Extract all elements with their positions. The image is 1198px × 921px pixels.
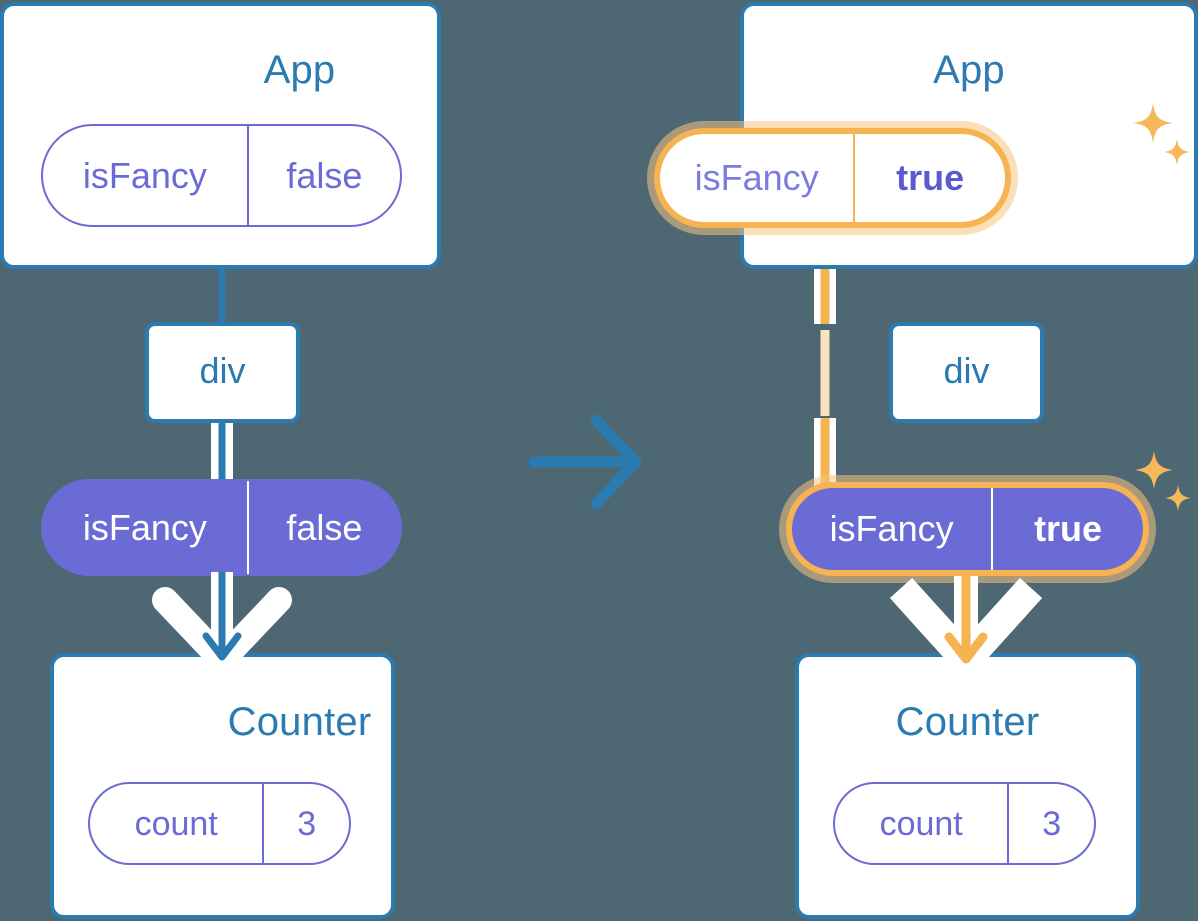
app-state-pill-before: isFancy false [41,124,402,227]
counter-title-after: Counter [895,700,1040,744]
sparkle-icon-top [1133,103,1190,165]
prop-pill-before: isFancy false [41,479,402,576]
prop-value-before: false [246,481,400,574]
app-title-after: App [933,48,1005,92]
counter-state-name-before: count [134,804,218,843]
app-state-name-after: isFancy [694,157,819,198]
arrow-head-after [944,632,988,664]
prop-pill-after: isFancy true [786,482,1149,576]
counter-state-pill-after: count 3 [833,782,1096,865]
counter-state-value-after: 3 [1007,784,1094,863]
app-state-pill-after: isFancy true [654,128,1011,228]
panel-after: App isFancy true div isFancy true Counte… [599,0,1198,921]
prop-name-before: isFancy [82,506,207,548]
counter-title-before: Counter [227,700,372,744]
app-state-value-after: true [853,134,1005,222]
arrow-head-before [202,632,242,661]
counter-state-value-before: 3 [262,784,349,863]
counter-state-pill-before: count 3 [88,782,351,865]
div-card-after [889,322,1044,423]
prop-name-after: isFancy [829,508,954,549]
arrow-right-icon [528,414,642,510]
app-state-value-before: false [246,126,400,225]
app-title-before: App [263,48,336,92]
sparkle-icon-mid [1135,451,1191,511]
prop-value-after: true [991,488,1143,570]
prop-arrow-after [889,576,1043,671]
panel-before: App isFancy false div isFancy false Coun… [0,2,441,919]
div-card-before [145,322,300,423]
prop-arrow-before [152,572,292,673]
div-label-after: div [943,350,990,391]
app-state-name-before: isFancy [82,154,207,196]
div-label-before: div [199,350,246,391]
counter-state-name-after: count [879,804,963,843]
